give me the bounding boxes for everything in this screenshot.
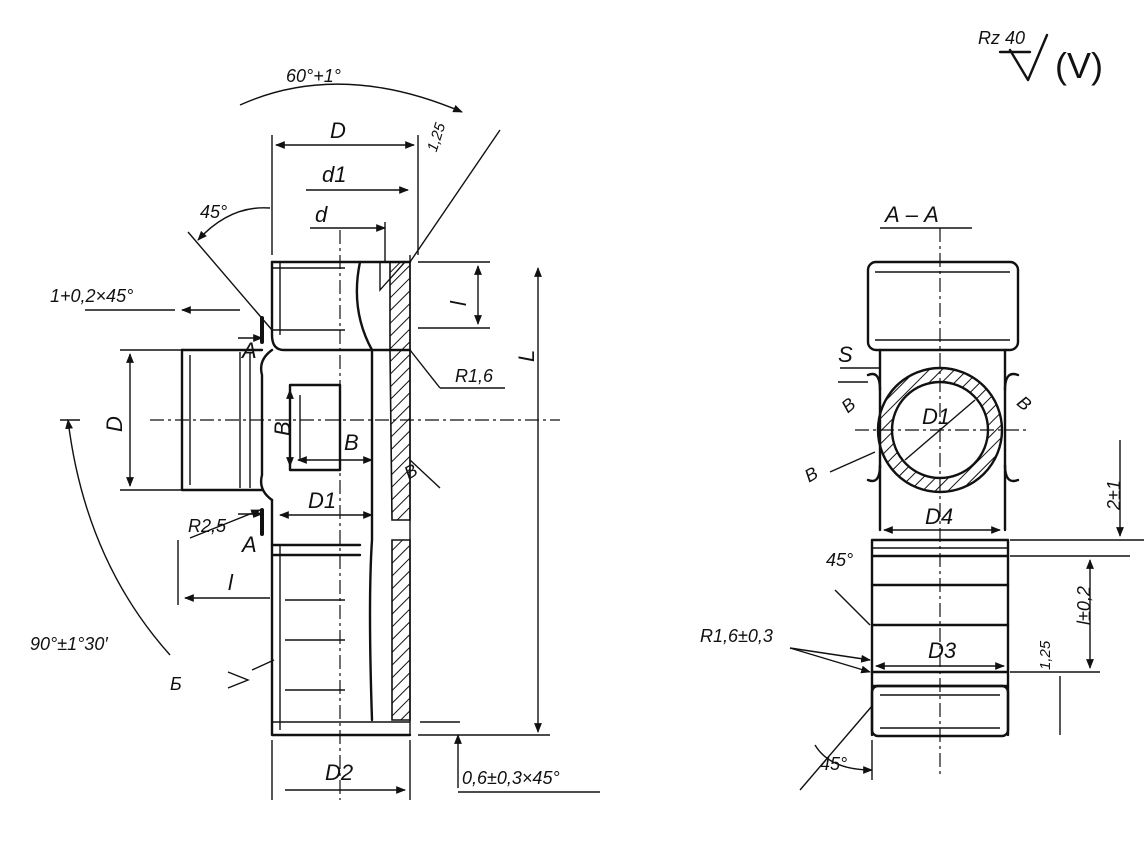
front-dim-B-vertical: B xyxy=(270,421,295,436)
front-dim-d1: d1 xyxy=(322,162,346,187)
front-section-A-bottom: A xyxy=(240,532,257,557)
side-view: А – А S D1 D4 B B B 45° 2±1 l±0,2 1,25 xyxy=(700,202,1144,791)
side-dim-D3: D3 xyxy=(928,638,957,663)
front-section-A-top: A xyxy=(240,338,257,363)
side-dim-S: S xyxy=(838,342,853,367)
front-chamfer-small: 1,25 xyxy=(424,120,449,154)
side-dim-125: 1,25 xyxy=(1037,640,1054,670)
front-dim-L: L xyxy=(514,350,539,362)
side-weld-right: B xyxy=(1013,392,1035,415)
side-angle-45-top: 45° xyxy=(826,550,853,570)
front-chamfer-bottom: 0,6±0,3×45° xyxy=(462,768,560,788)
side-weld-left: B xyxy=(837,394,859,417)
side-weld-side: B xyxy=(801,463,821,486)
side-dim-l-tol: l±0,2 xyxy=(1074,586,1094,625)
front-dim-l-top: l xyxy=(446,300,471,306)
front-radius-R25: R2,5 xyxy=(188,516,227,536)
front-dim-D-top: D xyxy=(330,118,346,143)
front-angle-45: 45° xyxy=(200,202,227,222)
front-dim-B-horizontal: B xyxy=(344,430,359,455)
side-dim-2pm1: 2±1 xyxy=(1104,480,1124,511)
front-radius-R16: R1,6 xyxy=(455,366,494,386)
front-view-b: Б xyxy=(170,674,182,694)
roughness-note: (V) xyxy=(1055,45,1103,86)
side-dim-D1: D1 xyxy=(922,404,950,429)
front-view: D d1 d 60°+1° 1,25 45° 1+0,2×45° l L xyxy=(30,66,600,800)
side-view-label: А – А xyxy=(883,202,939,227)
front-chamfer-left: 1+0,2×45° xyxy=(50,286,133,306)
front-dim-D-side: D xyxy=(102,416,127,432)
roughness-symbol: Rz 40 (V) xyxy=(978,28,1103,86)
front-dim-D1: D1 xyxy=(308,488,336,513)
front-dim-d: d xyxy=(315,202,328,227)
front-dim-l-left: l xyxy=(228,570,234,595)
front-angle-90: 90°±1°30′ xyxy=(30,634,108,654)
front-angle-top: 60°+1° xyxy=(286,66,341,86)
side-radius-R: R1,6±0,3 xyxy=(700,626,773,646)
roughness-label: Rz 40 xyxy=(978,28,1025,48)
side-dim-D4: D4 xyxy=(925,504,953,529)
front-dim-D2: D2 xyxy=(325,760,353,785)
side-angle-45-bottom: 45° xyxy=(820,754,847,774)
